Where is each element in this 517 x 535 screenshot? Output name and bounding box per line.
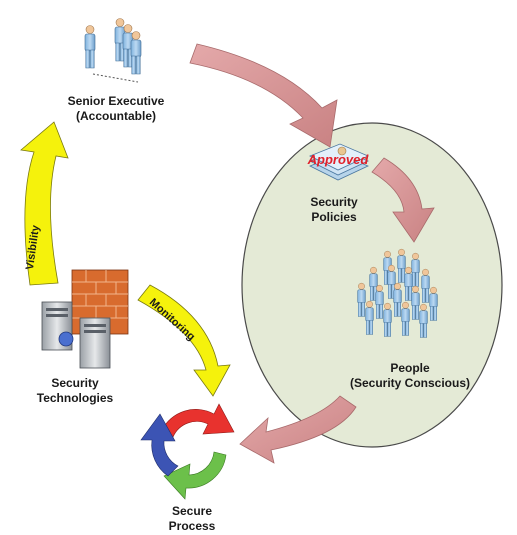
security-technologies-sublabel: Technologies: [37, 391, 114, 405]
visibility-arrow: [20, 121, 69, 286]
approved-document-icon: [309, 143, 369, 181]
monitoring-arrow: [137, 284, 231, 397]
security-technologies-label: Security: [51, 376, 99, 390]
security-policies-sublabel: Policies: [311, 210, 357, 224]
executive-group-icon: [84, 18, 142, 83]
approved-stamp: Approved: [307, 152, 370, 167]
pink-arrow-exec-to-policies: [189, 43, 338, 148]
firewall-servers-icon: [41, 269, 129, 369]
people-label: People: [390, 361, 430, 375]
cycle-arrows-icon: [140, 403, 235, 500]
secure-process-sublabel: Process: [169, 519, 216, 533]
people-sublabel: (Security Conscious): [350, 376, 470, 390]
security-policies-label: Security: [310, 195, 358, 209]
pink-arrow-people-to-process: [239, 395, 357, 464]
pink-arrow-policies-to-people: [371, 157, 435, 243]
senior-executive-sublabel: (Accountable): [76, 109, 156, 123]
senior-executive-label: Senior Executive: [68, 94, 165, 108]
secure-process-label: Secure: [172, 504, 212, 518]
